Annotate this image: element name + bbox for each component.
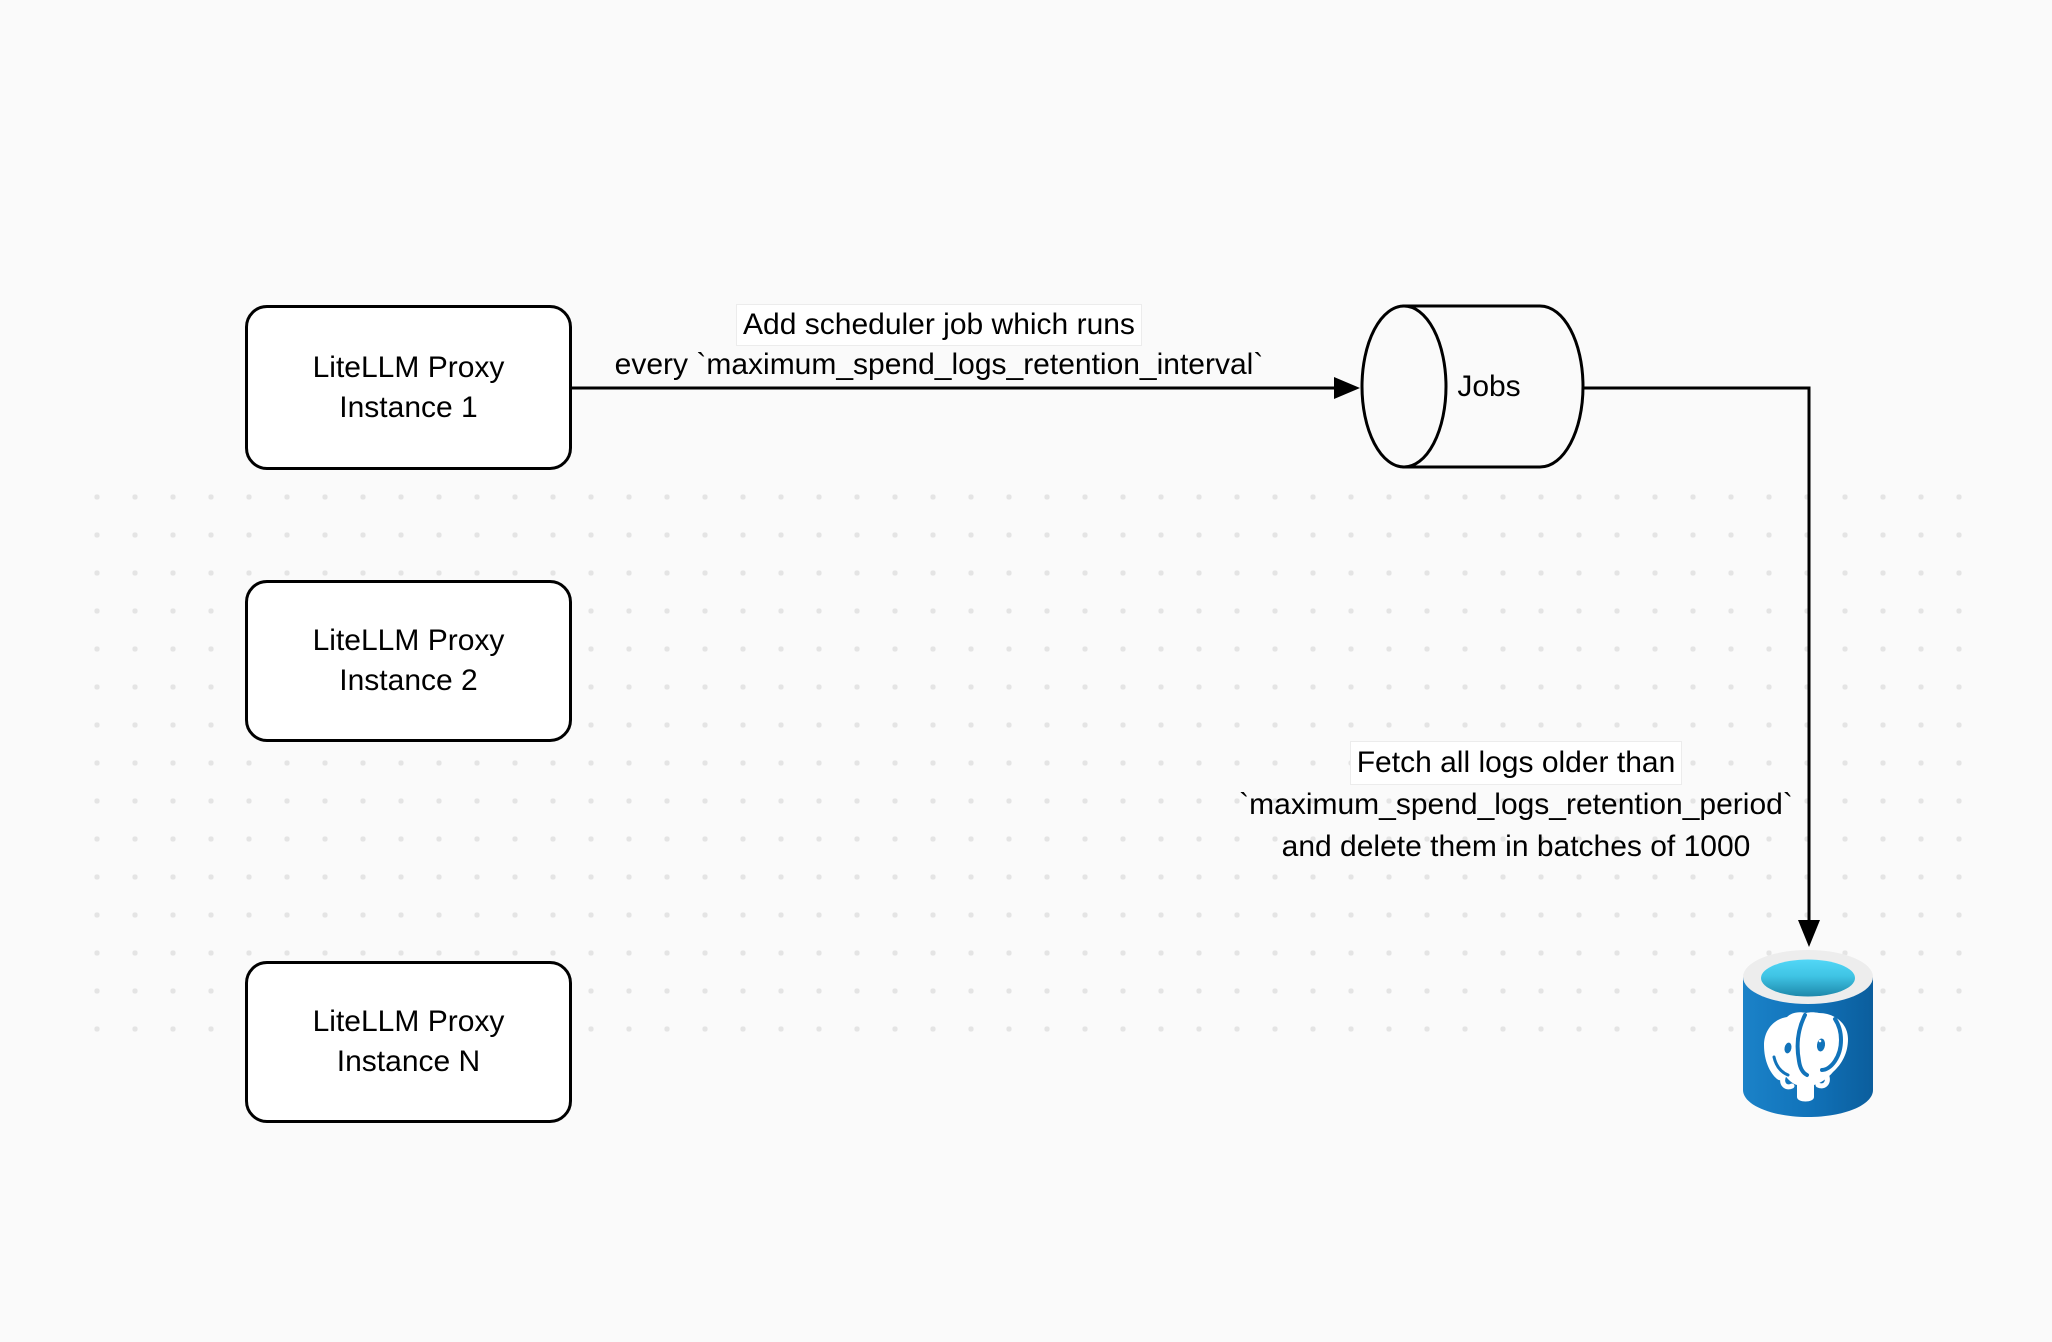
elephant-left-tusk	[1780, 1072, 1795, 1090]
elephant-center-line	[1795, 1013, 1809, 1077]
elephant-right-tusk	[1815, 1071, 1830, 1089]
elephant-left-eye	[1784, 1042, 1792, 1054]
postgresql-elephant-icon	[1764, 1012, 1848, 1102]
elephant-head	[1764, 1012, 1848, 1102]
edge-label-line: Add scheduler job which runs	[737, 305, 1141, 345]
node-litellm-proxy-instance-1: LiteLLM Proxy Instance 1	[245, 305, 572, 470]
jobs-cylinder-face	[1360, 304, 1448, 469]
node-litellm-proxy-instance-n: LiteLLM Proxy Instance N	[245, 961, 572, 1123]
node-label-line: LiteLLM Proxy	[312, 350, 505, 384]
postgres-db-opening	[1761, 959, 1855, 997]
node-label-line: Instance 1	[339, 390, 478, 424]
node-litellm-proxy-instance-2: LiteLLM Proxy Instance 2	[245, 580, 572, 742]
edge-label-line: every `maximum_spend_logs_retention_inte…	[614, 348, 1264, 381]
elephant-cheek-line	[1772, 1055, 1790, 1077]
edge-jobs-to-postgres-line	[1583, 386, 1811, 922]
edge-label-fetch-delete-logs: Fetch all logs older than `maximum_spend…	[1136, 742, 1896, 868]
edge-label-line: `maximum_spend_logs_retention_period`	[1239, 788, 1793, 821]
edge-jobs-to-postgres-arrowhead	[1798, 920, 1820, 947]
elephant-right-line	[1820, 1017, 1843, 1072]
node-label-line: Instance 2	[339, 664, 478, 697]
edge-label-line: and delete them in batches of 1000	[1281, 830, 1751, 863]
node-jobs-label: Jobs	[1457, 369, 1521, 403]
elephant-eye-highlight	[1818, 1039, 1822, 1043]
jobs-cylinder	[1360, 304, 1585, 469]
edge-jobs-to-postgres	[1583, 386, 1820, 947]
postgres-database	[1743, 950, 1873, 1117]
node-label-line: LiteLLM Proxy	[312, 1005, 505, 1038]
node-label-line: LiteLLM Proxy	[312, 624, 505, 657]
edge-proxy1-to-jobs	[572, 377, 1360, 399]
edge-label-add-scheduler-job: Add scheduler job which runs every `maxi…	[579, 305, 1299, 385]
edge-proxy1-to-jobs-arrowhead	[1334, 377, 1360, 399]
node-label-line: Instance N	[336, 1045, 481, 1078]
edge-label-line: Fetch all logs older than	[1350, 742, 1682, 784]
